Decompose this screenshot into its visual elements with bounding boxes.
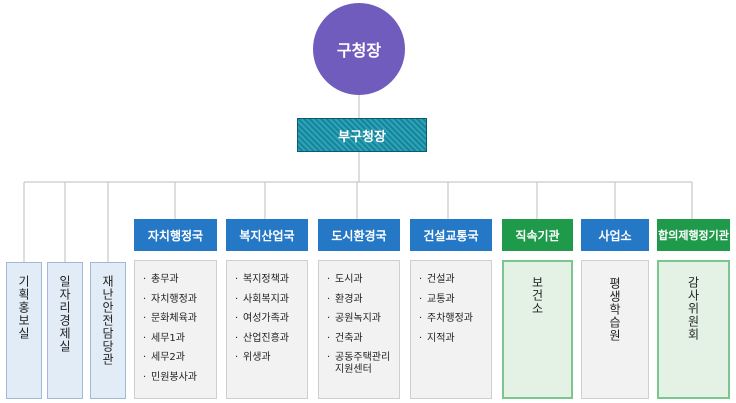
division-item: ·세무1과 [143,332,185,344]
department-body: ·건설과 ·교통과 ·주차행정과 ·지적과 [410,260,492,399]
mayor-node: 구청장 [313,3,405,95]
department-title: 도시환경국 [331,228,387,243]
division-item: ·민원봉사과 [143,371,197,383]
department-body: ·총무과 ·자치행정과 ·문화체육과 ·세무1과 ·세무2과 ·민원봉사과 [134,260,217,399]
agency-header: 합의제행정기관 [657,219,730,251]
agency-header: 직속기관 [502,219,573,251]
department-header: 자치행정국 [134,219,217,251]
agency-header: 사업소 [581,219,649,251]
department-header: 복지산업국 [226,219,308,251]
staff-office-label: 재난안전담당관 [100,275,115,366]
deputy-mayor-label: 부구청장 [338,129,386,145]
agency-unit-label: 평생학습원 [607,277,622,342]
agency-body: 평생학습원 [581,260,649,399]
agency-title: 사업소 [598,228,632,243]
department-body: ·복지정책과 ·사회복지과 ·여성가족과 ·산업진흥과 ·위생과 [226,260,308,399]
division-item: ·여성가족과 [235,313,289,324]
agency-body: 감사위원회 [657,260,730,399]
mayor-label: 구청장 [336,41,382,60]
deputy-mayor-node: 부구청장 [297,118,427,152]
division-item: ·사회복지과 [235,293,289,305]
division-item: ·건축과 [327,332,363,344]
division-item: ·주차행정과 [419,313,473,324]
division-item: ·지적과 [419,332,455,344]
division-item: ·교통과 [419,293,455,305]
division-item: ·세무2과 [143,352,185,363]
division-item: ·문화체육과 [143,313,197,324]
staff-office-label: 일자리경제실 [57,275,72,353]
department-title: 건설교통국 [423,228,479,243]
division-item: ·총무과 [143,274,179,285]
division-item: ·공원녹지과 [327,313,381,324]
division-item: ·위생과 [235,352,271,363]
department-title: 자치행정국 [147,228,204,243]
division-item: ·건설과 [419,274,455,285]
division-item: ·도시과 [327,274,363,285]
agency-unit-label: 감사위원회 [686,276,700,341]
division-item: ·자치행정과 [143,293,197,305]
agency-unit-label: 보건소 [530,276,544,315]
division-item: ·복지정책과 [235,274,289,285]
division-item: ·환경과 [327,293,363,305]
department-header: 건설교통국 [410,219,492,251]
staff-office-safety: 재난안전담당관 [90,262,126,399]
department-title: 복지산업국 [239,228,295,243]
department-header: 도시환경국 [318,219,400,251]
agency-title: 합의제행정기관 [658,229,729,242]
staff-office-planning: 기획홍보실 [6,262,42,399]
staff-office-label: 기획홍보실 [16,275,31,340]
agency-body: 보건소 [502,260,573,399]
agency-title: 직속기관 [515,228,560,243]
division-item: ·산업진흥과 [235,332,289,344]
staff-office-economy: 일자리경제실 [47,262,83,399]
